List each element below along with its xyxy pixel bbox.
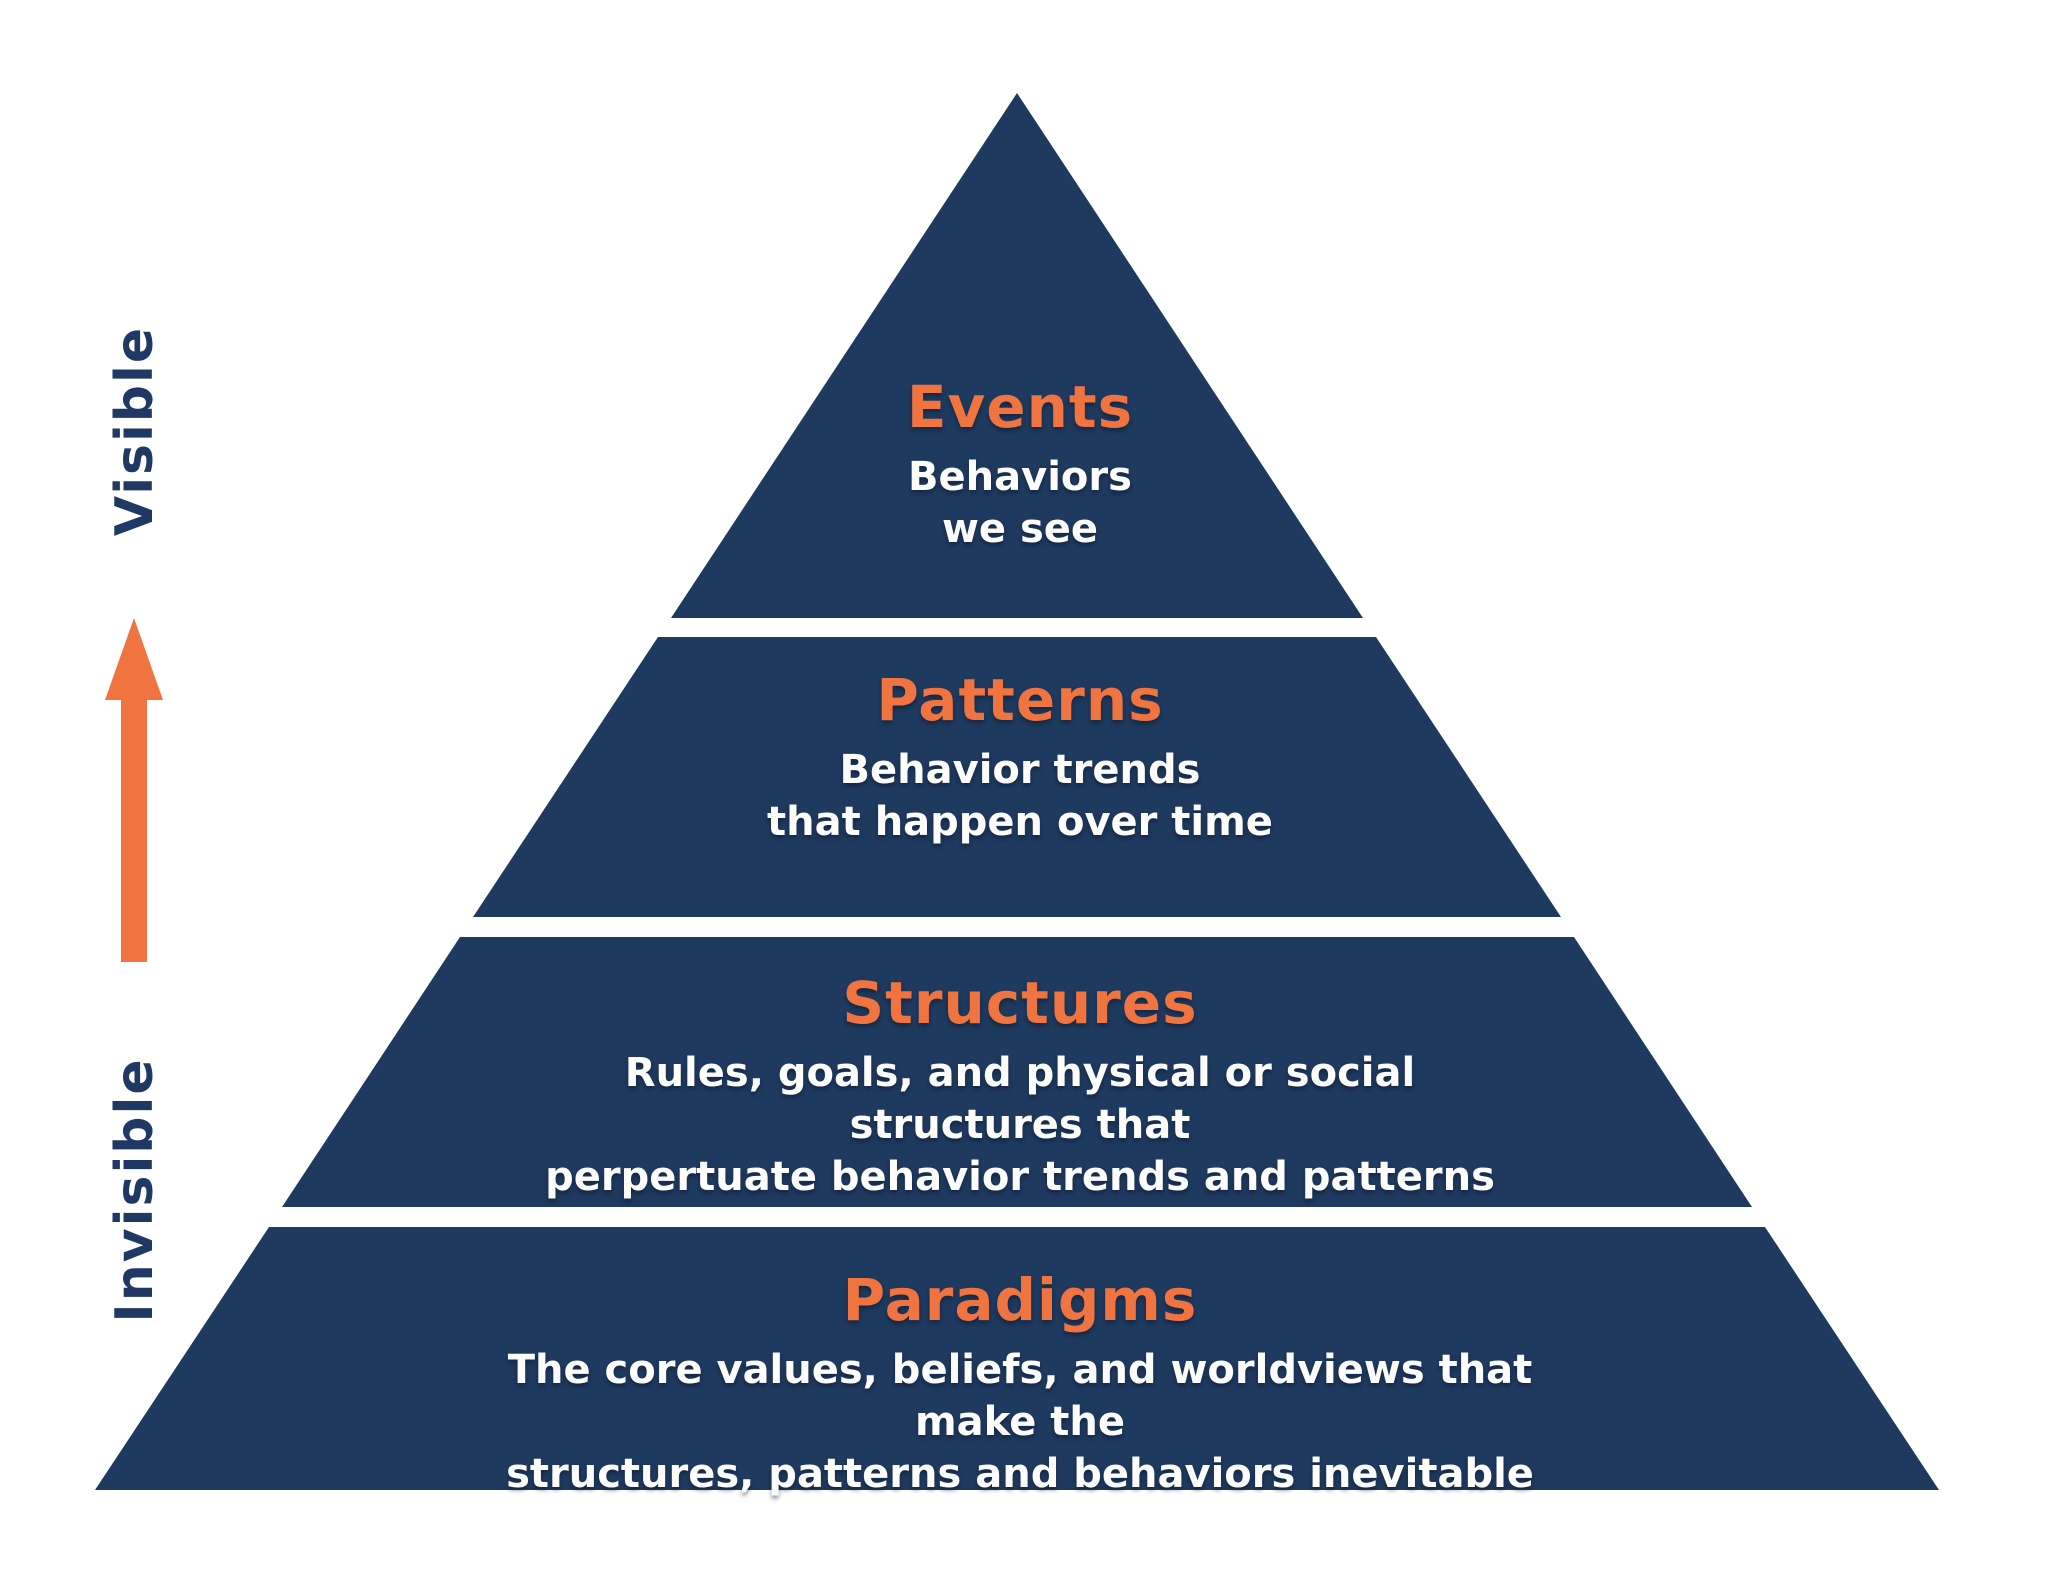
pyramid-segment-structures [282, 937, 1752, 1207]
pyramid-segment-events [671, 93, 1363, 618]
pyramid-segment-paradigms [95, 1227, 1939, 1490]
up-arrow-icon [105, 618, 163, 962]
pyramid-segment-patterns [473, 637, 1561, 917]
visible-label: Visible [105, 325, 165, 537]
invisible-label: Invisible [105, 1057, 165, 1323]
